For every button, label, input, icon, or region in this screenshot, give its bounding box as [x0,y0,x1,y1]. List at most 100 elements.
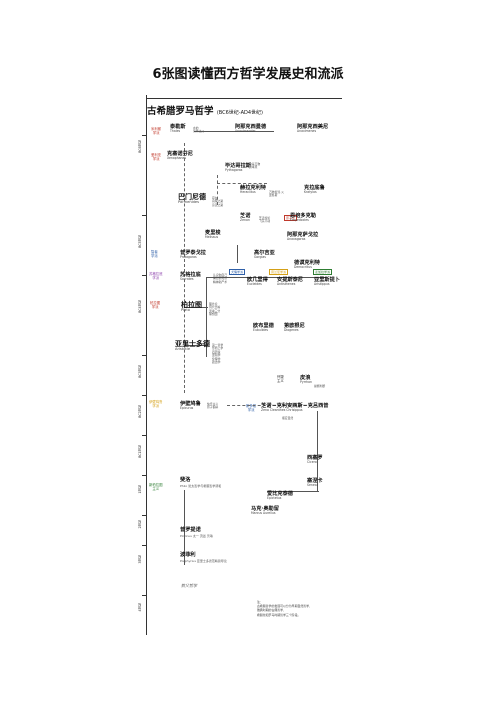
school-miletus: 米利都 学派 [151,127,162,135]
link-line [267,491,319,492]
note-plato: 理念论 洞穴比喻 灵魂三分 理想国 [209,302,221,317]
tag-cyrenaic: 昔兰尼学派 [269,269,289,275]
philosophy-timeline-diagram: 古希腊罗马哲学 (BC6世纪-AD4世纪) BC6世纪 BC5世纪 BC4世纪 … [137,95,344,635]
era-label: BC5世纪 [138,235,142,248]
link-dashed [217,183,267,184]
diagram-subtitle: (BC6世纪-AD4世纪) [216,110,264,116]
era-tick [142,215,147,216]
link-line [184,307,208,308]
era-label: 1世纪 [138,485,142,494]
philosopher-philo-en: Philo 犹太哲学与希腊哲学调和 [180,484,222,488]
note-pythagoras: 数是万物 的本原 [249,162,261,170]
tag-megarian: 麦加拉学派 [313,269,333,275]
era-tick [142,475,147,476]
timeline-vertical-axis [146,95,147,635]
page-title: 6张图读懂西方哲学发展史和流派 [152,67,344,82]
era-tick [142,355,147,356]
school-sophist: 智者 学派 [151,250,158,258]
era-tick [142,515,147,516]
diagram-title: 古希腊罗马哲学 (BC6世纪-AD4世纪) [147,106,264,117]
link-line [206,277,326,278]
ending-label: 教父哲学 [181,583,197,588]
philosopher-plotinus-en: Plotinus 太一 流溢 灵魂 [180,534,213,538]
timeline-top-axis [146,98,342,99]
era-label: 4世纪 [138,603,142,612]
note-parmenides: 存在 真理之路 意见之路 [212,196,224,207]
link-line [237,245,238,263]
note-thales: 水的 哲学之父 [193,126,205,134]
philosopher-porphyrius-en: Porphyrius 亚里士多德范畴篇导论 [180,559,227,563]
note-stoic: 顺应自然 [282,416,294,420]
era-label: BC6世纪 [138,140,142,153]
link-line [206,277,207,357]
bottom-note: 注： 古希腊哲学的发展可以分为早期自然哲学、 雅典时期的古典哲学、 希腊化和罗马… [257,600,312,617]
philosopher-plotinus: 普罗提诺 [180,527,201,533]
era-tick [142,595,147,596]
note-aristotle: 第一哲学 形而上学 四因说 逻辑学 伦理学 政治学 [212,343,224,365]
note-socrates: 认识你自己 美德即知识 精神助产术 [213,273,227,284]
tag-atomism: 原子论 [284,215,298,221]
school-epicurean: 伊壁鸠鲁 学派 [149,400,163,408]
era-tick [142,395,147,396]
note-pyrrhon: 悬搁判断 [314,384,326,388]
note-epicurus: 快乐主义 原子偏斜 [207,402,219,410]
era-tick [142,545,147,546]
school-skepticism: 怀疑 主义 [277,375,284,383]
era-tick [142,435,147,436]
tag-cynic: 犬儒学派 [229,269,246,275]
philosopher-porphyrius: 波菲利 [180,552,196,558]
era-label: 2世纪 [138,520,142,529]
school-platonic: 柏拉图 学派 [150,301,161,309]
school-eleatic: 爱利亚 学派 [151,153,162,161]
link-line [184,345,208,346]
link-line [194,131,274,132]
note-heraclitus: 万物皆流·火 逻各斯 [269,190,284,198]
era-label: BC3世纪 [138,365,142,378]
school-neoplatonism: 新柏拉图 主义 [149,483,163,491]
note-zenon: 芝诺悖论 飞矢不动 [259,216,271,224]
link-dashed [227,405,317,406]
link-line [184,490,185,565]
link-dashed [217,175,218,205]
link-line [317,411,318,491]
era-label: BC2世纪 [138,405,142,418]
link-dashed [184,143,185,393]
era-label: BC4世纪 [138,300,142,313]
era-tick [142,135,147,136]
school-socratic: 苏格拉底 学派 [149,272,163,280]
school-stoic: 斯多葛 学派 [246,404,257,412]
era-tick [142,275,147,276]
philosopher-philo: 斐洛 [180,477,191,483]
era-label: BC1世纪 [138,445,142,458]
